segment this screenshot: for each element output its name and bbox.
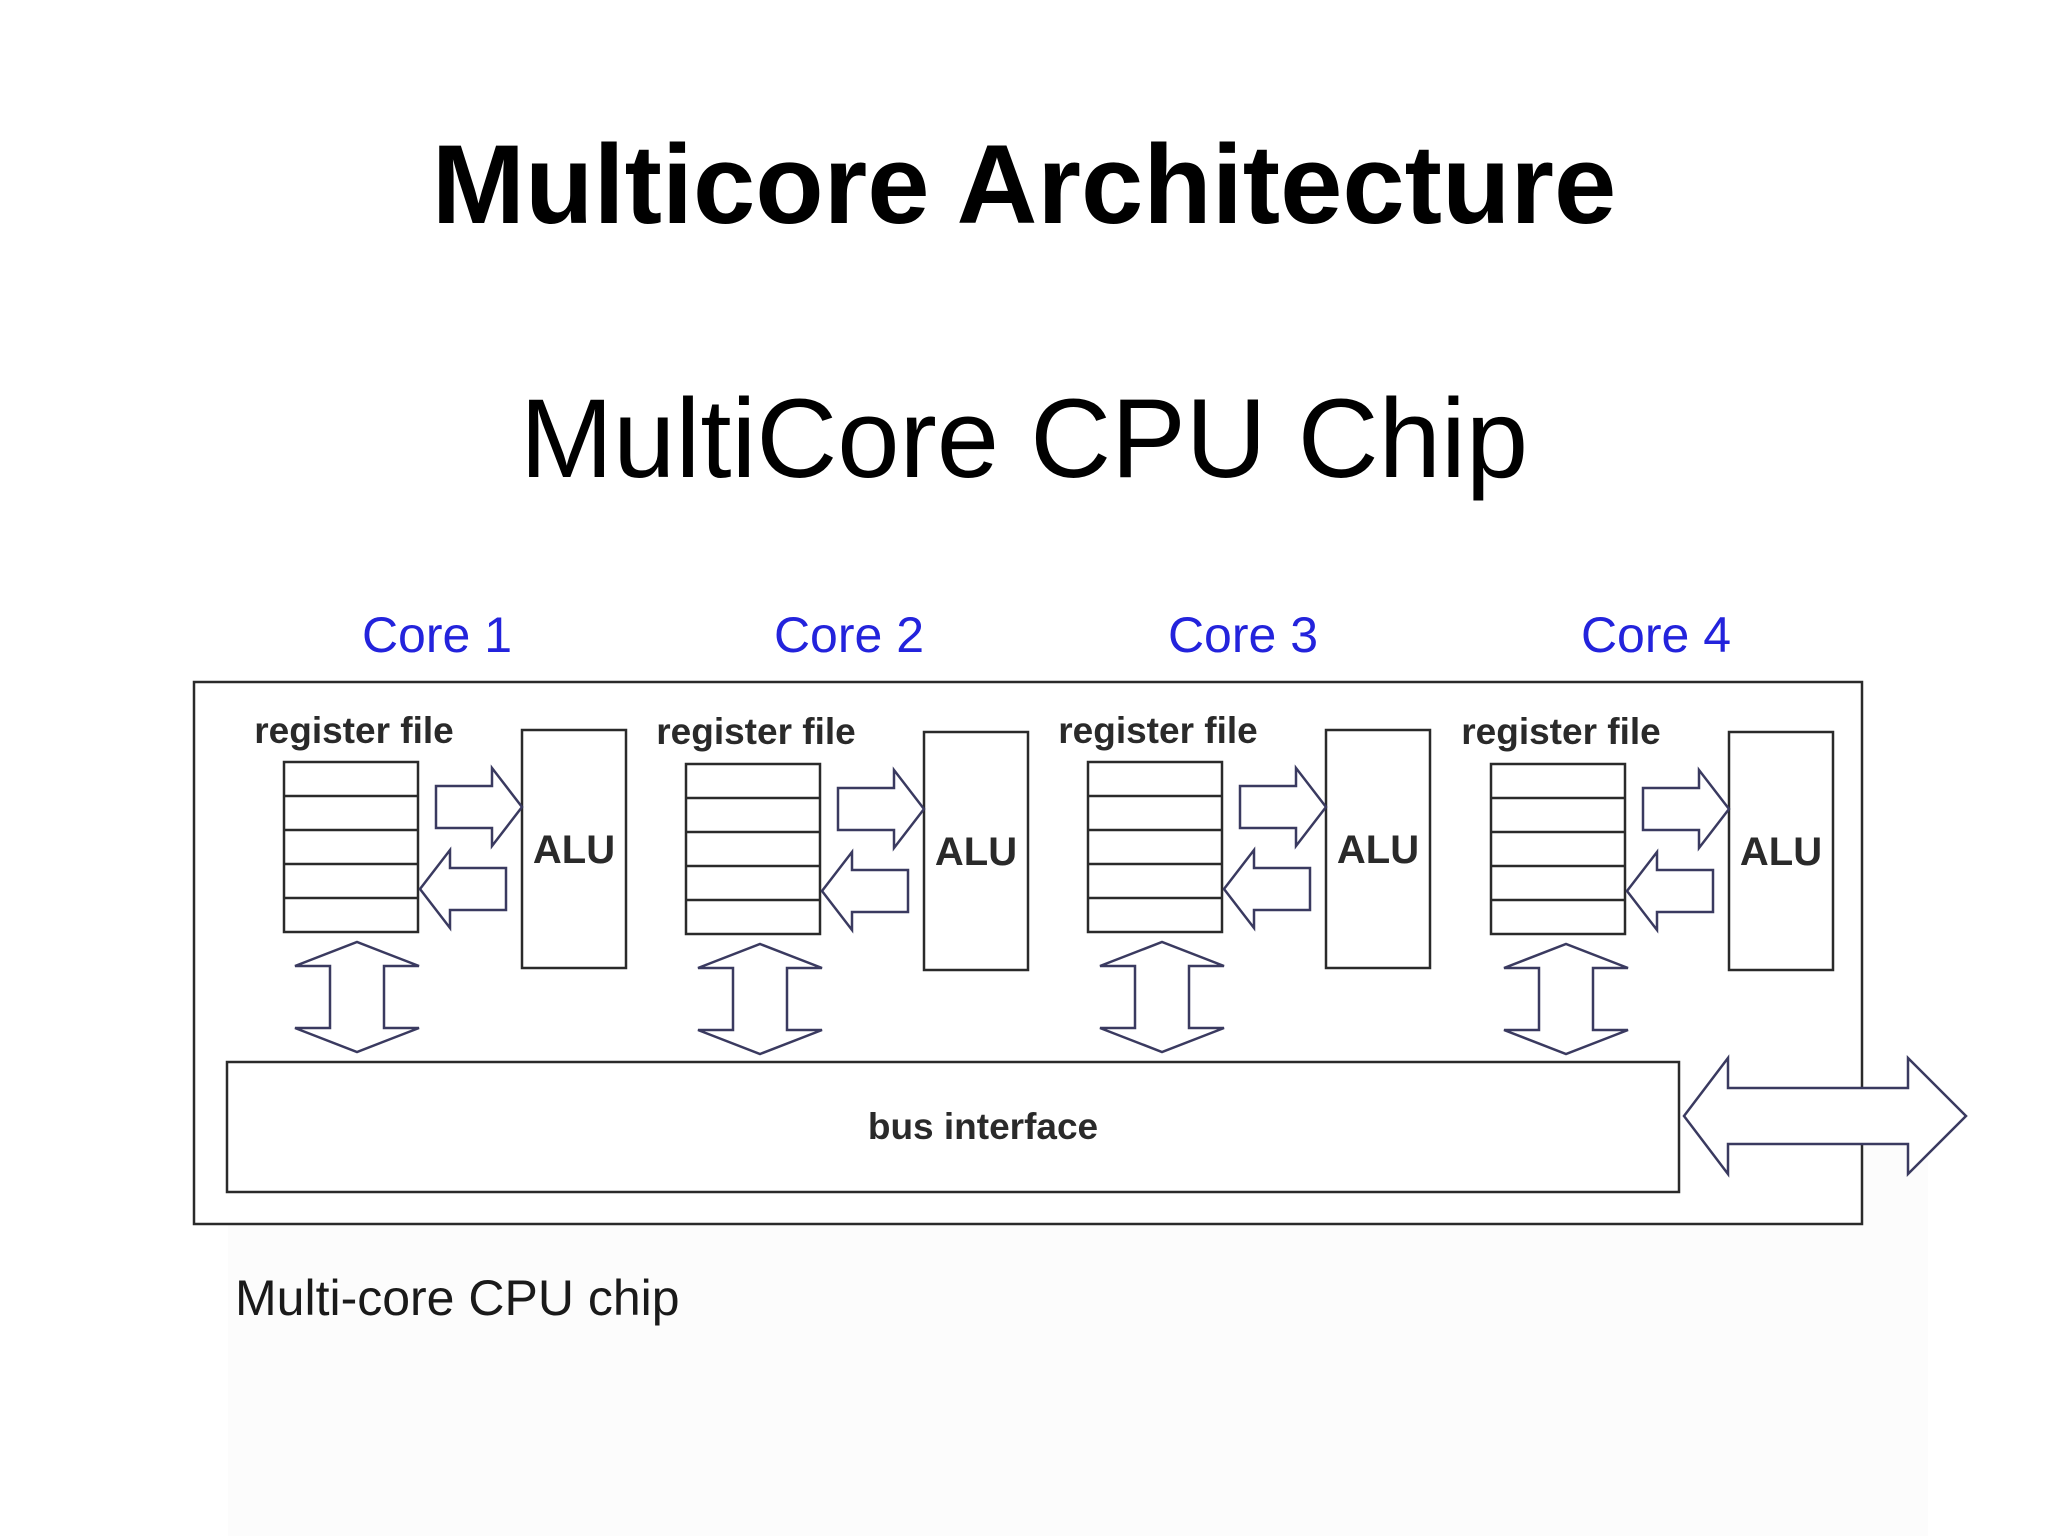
alu-to-register-arrow (1625, 848, 1715, 934)
register-file-label: register file (656, 711, 855, 752)
alu-box (520, 728, 628, 970)
register-file (282, 760, 420, 934)
register-file-label: register file (254, 710, 453, 751)
alu-box (922, 730, 1030, 972)
alu-label: ALU (1740, 830, 1822, 874)
bus-interface-box (225, 1060, 1681, 1194)
register-file-label: register file (1058, 710, 1257, 751)
slide-title: Multicore Architecture (431, 122, 1617, 247)
core-3: Core 3 register file ALU (1058, 607, 1432, 1054)
register-bus-arrow (294, 940, 420, 1054)
diagram-caption: Multi-core CPU chip (235, 1270, 680, 1326)
core-4: Core 4 register file ALU (1461, 607, 1835, 1056)
alu-label: ALU (1337, 828, 1419, 872)
alu-label: ALU (533, 828, 615, 872)
alu-label: ALU (935, 830, 1017, 874)
register-bus-arrow (1099, 940, 1225, 1054)
core-label: Core 4 (1581, 607, 1731, 663)
alu-to-register-arrow (820, 848, 910, 934)
register-bus-arrow (1503, 942, 1629, 1056)
register-to-alu-arrow (836, 766, 926, 852)
register-file (1489, 762, 1627, 936)
register-file (684, 762, 822, 936)
core-2: Core 2 register file ALU (656, 607, 1030, 1056)
alu-to-register-arrow (418, 846, 508, 932)
register-file (1086, 760, 1224, 934)
register-bus-arrow (697, 942, 823, 1056)
register-to-alu-arrow (1641, 766, 1731, 852)
core-label: Core 3 (1168, 607, 1318, 663)
core-1: Core 1 register file ALU (254, 607, 628, 1054)
alu-box (1727, 730, 1835, 972)
register-file-label: register file (1461, 711, 1660, 752)
external-bus-arrow (1682, 1054, 1968, 1178)
register-to-alu-arrow (434, 764, 524, 850)
alu-to-register-arrow (1222, 846, 1312, 932)
alu-box (1324, 728, 1432, 970)
register-to-alu-arrow (1238, 764, 1328, 850)
bus-interface-label: bus interface (868, 1106, 1098, 1147)
slide-subtitle: MultiCore CPU Chip (519, 376, 1529, 501)
core-label: Core 2 (774, 607, 924, 663)
core-label: Core 1 (362, 607, 512, 663)
